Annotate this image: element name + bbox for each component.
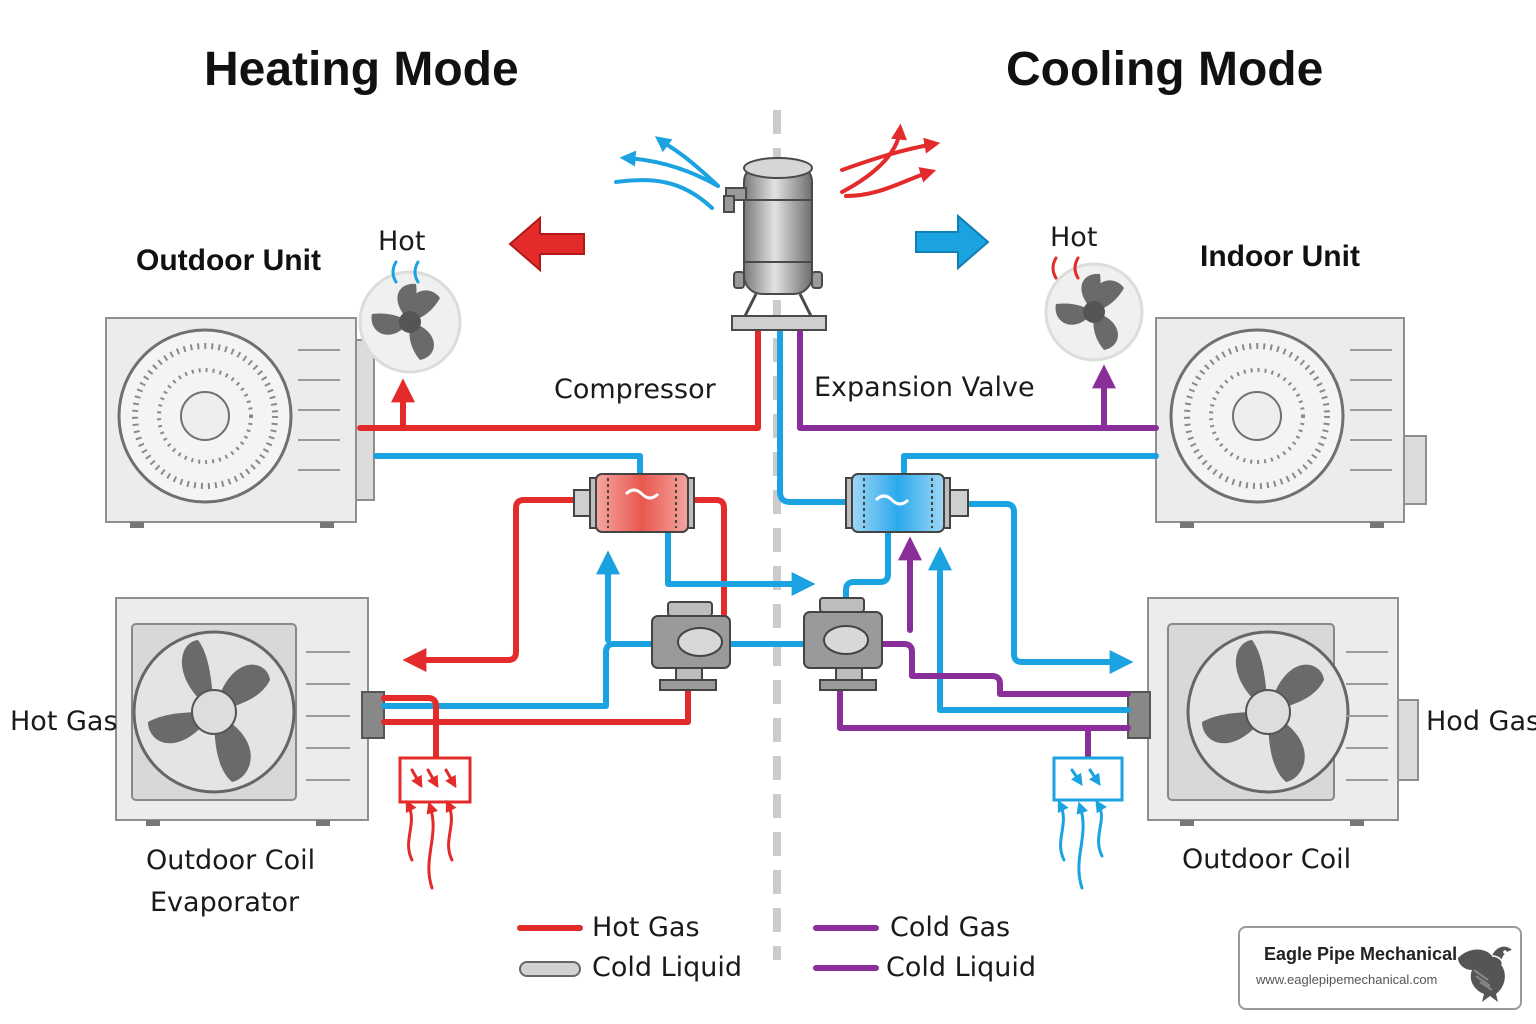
indoor-unit-top-right (1155, 317, 1427, 528)
legend-label-hot-gas: Hot Gas (592, 912, 700, 943)
heat-exchanger-icon (845, 473, 969, 533)
heat-flow-arrow-right (915, 213, 990, 271)
label-outdoor-coil-left-line1: Outdoor Coil (146, 845, 316, 876)
reversing-valve-icon (651, 601, 731, 691)
label-hot-left: Hot (378, 226, 426, 257)
label-hot-gas-left: Hot Gas (10, 706, 118, 737)
brand-card: Eagle Pipe Mechanical www.eaglepipemecha… (1238, 926, 1522, 1010)
label-expansion-valve: Expansion Valve (814, 372, 1035, 403)
legend-swatch-cold-liquid (519, 961, 581, 977)
legend-label-cold-liquid-right: Cold Liquid (886, 952, 1037, 983)
brand-url: www.eaglepipemechanical.com (1256, 972, 1438, 987)
title-heating-mode: Heating Mode (204, 43, 519, 96)
fan-icon (1044, 262, 1144, 362)
legend-label-cold-gas: Cold Gas (890, 912, 1011, 943)
label-indoor-unit: Indoor Unit (1200, 240, 1360, 273)
label-outdoor-coil-left-line2: Evaporator (150, 887, 300, 918)
label-outdoor-coil-right: Outdoor Coil (1182, 844, 1352, 875)
fan-icon (358, 270, 462, 374)
label-compressor: Compressor (554, 374, 716, 405)
label-hot-right: Hot (1050, 222, 1098, 253)
coil-box-icon (398, 756, 472, 890)
heat-exchanger-icon (573, 473, 695, 533)
label-outdoor-unit: Outdoor Unit (136, 244, 321, 277)
label-hod-gas-right: Hod Gas (1426, 706, 1536, 737)
reversing-valve-icon (803, 597, 883, 691)
title-cooling-mode: Cooling Mode (1006, 43, 1324, 96)
coil-box-icon (1052, 756, 1124, 890)
compressor-icon (723, 157, 827, 331)
label-outdoor-coil-evaporator: Outdoor Coil Evaporator (146, 840, 315, 924)
outdoor-coil-unit-bottom-right (1127, 597, 1419, 826)
outdoor-unit-top-left (105, 317, 375, 528)
brand-name: Eagle Pipe Mechanical (1264, 944, 1458, 964)
heat-flow-arrow-left (508, 215, 585, 273)
legend-label-cold-liquid: Cold Liquid (592, 952, 743, 983)
eagle-logo-icon (1458, 946, 1512, 1002)
outdoor-coil-unit-bottom-left (115, 597, 385, 826)
